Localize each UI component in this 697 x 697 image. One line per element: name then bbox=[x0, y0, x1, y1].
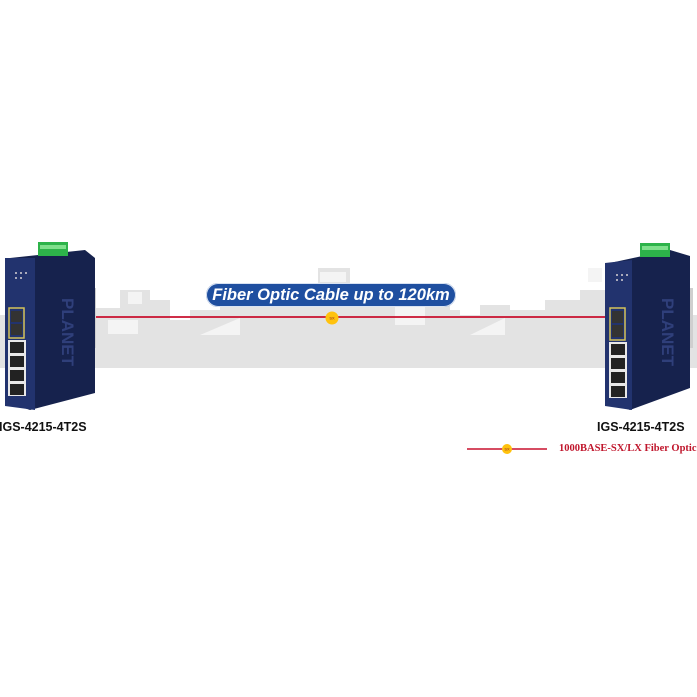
brand-logo: PLANET bbox=[58, 298, 77, 367]
brand-logo: PLANET bbox=[658, 298, 677, 367]
fiber-distance-banner: Fiber Optic Cable up to 120km bbox=[206, 283, 456, 307]
device-label-right: IGS-4215-4T2S bbox=[597, 420, 685, 434]
link-marker-icon bbox=[325, 311, 339, 325]
legend-marker-icon bbox=[502, 444, 512, 454]
sfp-port-icon bbox=[609, 307, 626, 341]
switch-device-right: PLANET bbox=[605, 243, 693, 410]
legend-marker-text: SX bbox=[504, 447, 510, 452]
sfp-port-icon bbox=[8, 307, 25, 339]
device-label-left: IGS-4215-4T2S bbox=[0, 420, 87, 434]
switch-device-left: PLANET bbox=[5, 242, 96, 410]
rj45-ports-icon bbox=[8, 340, 26, 396]
link-marker-text: SX bbox=[329, 316, 335, 321]
rj45-ports-icon bbox=[609, 342, 627, 398]
legend-label: 1000BASE-SX/LX Fiber Optic bbox=[559, 443, 697, 454]
